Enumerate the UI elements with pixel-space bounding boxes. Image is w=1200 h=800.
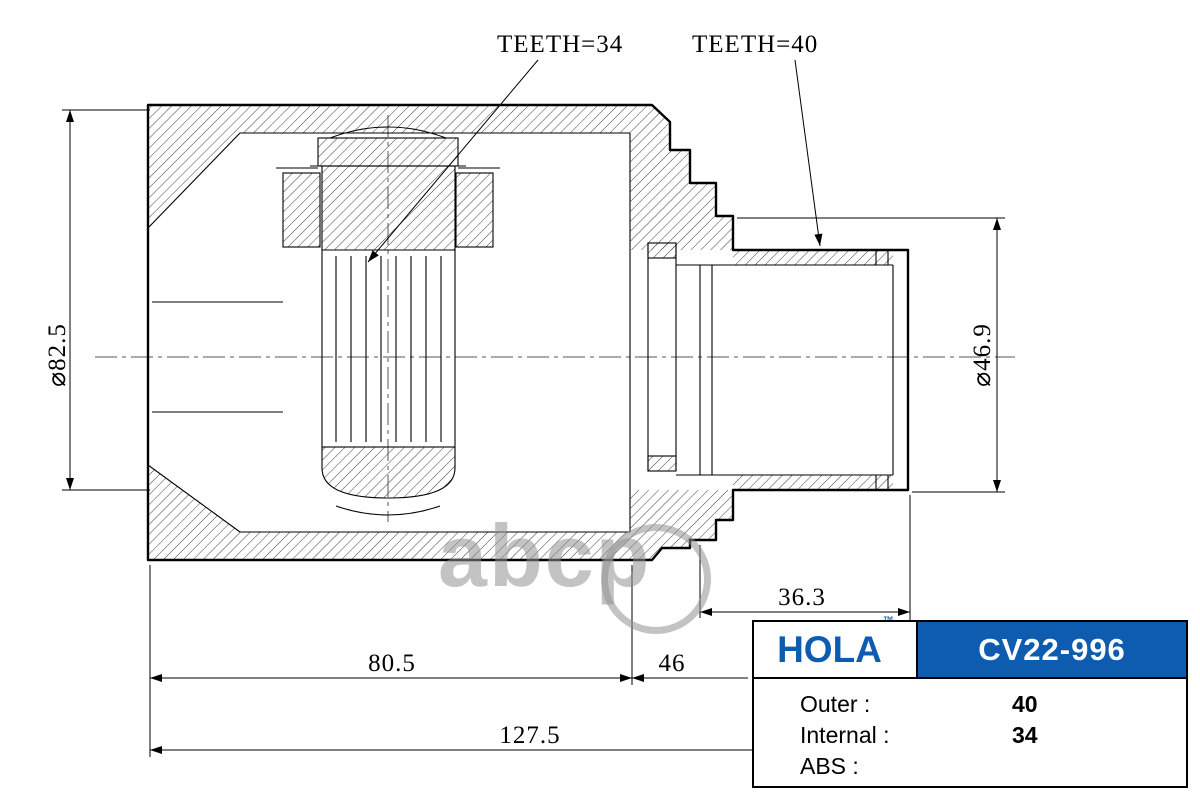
section-hatching [148,105,893,560]
dim-label-127-5: 127.5 [499,722,561,749]
callout-teeth-outer: TEETH=40 [692,31,819,58]
dim-label-80-5: 80.5 [368,650,416,677]
watermark-ring [601,524,711,634]
centerlines [95,115,1015,522]
dim-label-46: 46 [658,650,686,677]
spec-value: 40 [1012,691,1038,717]
title-block-header: HOLA™ CV22-996 [754,614,1186,679]
spec-value: 34 [1012,722,1038,748]
trademark-symbol: ™ [882,614,894,627]
part-number: CV22-996 [918,622,1186,677]
dim-label-36-3: 36.3 [778,584,826,611]
dim-label-outer-diameter: ⌀82.5 [44,323,71,387]
brand-logo: HOLA™ [777,614,894,670]
spec-label: Internal : [800,722,890,748]
spec-row-internal: Internal : 34 [800,720,1186,751]
spec-row-abs: ABS : [800,751,1186,782]
dim-label-shaft-diameter: ⌀46.9 [969,323,996,387]
brand-cell: HOLA™ [754,614,918,677]
spec-list: Outer : 40 Internal : 34 ABS : [754,679,1186,782]
spec-label: ABS : [800,753,859,779]
housing-outline [146,103,910,562]
inner-contours [147,132,894,533]
callout-teeth-inner: TEETH=34 [497,31,624,58]
title-block: HOLA™ CV22-996 Outer : 40 Internal : 34 … [752,614,1188,788]
spec-label: Outer : [800,691,871,717]
inner-race-assembly [276,126,500,516]
spec-row-outer: Outer : 40 [800,689,1186,720]
